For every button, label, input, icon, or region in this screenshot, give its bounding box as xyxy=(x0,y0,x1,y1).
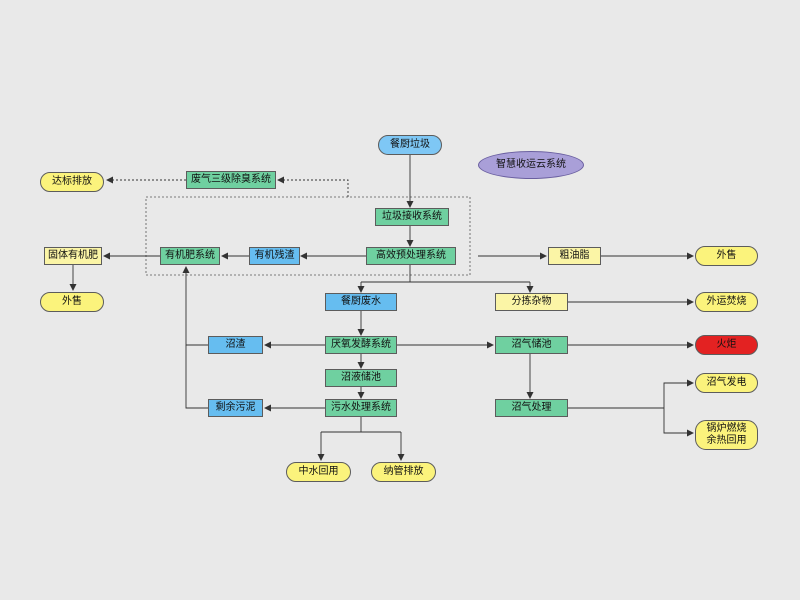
node-digestate-storage: 沼液储池 xyxy=(325,369,397,387)
edge-sludge-feedback xyxy=(185,345,208,409)
node-discharge-standard: 达标排放 xyxy=(40,172,104,192)
node-crude-grease: 粗油脂 xyxy=(548,247,601,265)
node-solid-organic-fertilizer: 固体有机肥 xyxy=(44,247,102,265)
edge-to-power xyxy=(663,379,694,408)
node-sewer-discharge: 纳管排放 xyxy=(371,462,436,482)
edge-to-boiler xyxy=(663,408,694,437)
node-efficient-pretreatment: 高效预处理系统 xyxy=(366,247,456,265)
node-sorted-debris: 分拣杂物 xyxy=(495,293,568,311)
node-biogas-storage: 沼气储池 xyxy=(495,336,568,354)
node-sale-right: 外售 xyxy=(695,246,758,266)
node-biogas-power: 沼气发电 xyxy=(695,373,758,393)
edge-area-to-odor xyxy=(277,176,349,197)
node-wastewater-treatment: 污水处理系统 xyxy=(325,399,397,417)
node-biogas-treatment: 沼气处理 xyxy=(495,399,568,417)
boiler-label-line2: 余热回用 xyxy=(706,435,747,446)
node-organic-residue: 有机残渣 xyxy=(249,247,300,265)
node-food-waste: 餐厨垃圾 xyxy=(378,135,442,155)
node-kitchen-wastewater: 餐厨废水 xyxy=(325,293,397,311)
node-odor-removal-system: 废气三级除臭系统 xyxy=(186,171,276,189)
node-anaerobic-fermentation: 厌氧发酵系统 xyxy=(325,336,397,354)
pretreatment-area-boundary xyxy=(145,196,471,276)
node-flare: 火炬 xyxy=(695,335,758,355)
node-sale-left: 外售 xyxy=(40,292,104,312)
node-smart-cloud: 智慧收运云系统 xyxy=(478,151,584,179)
node-boiler-heat-recovery: 锅炉燃烧 余热回用 xyxy=(695,420,758,450)
edge-residue-feedback xyxy=(182,266,208,346)
node-reclaimed-water: 中水回用 xyxy=(286,462,351,482)
boiler-label-line1: 锅炉燃烧 xyxy=(706,423,747,434)
node-biogas-residue: 沼渣 xyxy=(208,336,263,354)
node-excess-sludge: 剩余污泥 xyxy=(208,399,263,417)
node-waste-reception-system: 垃圾接收系统 xyxy=(375,208,449,226)
node-organic-fertilizer-system: 有机肥系统 xyxy=(160,247,220,265)
node-incineration: 外运焚烧 xyxy=(695,292,758,312)
